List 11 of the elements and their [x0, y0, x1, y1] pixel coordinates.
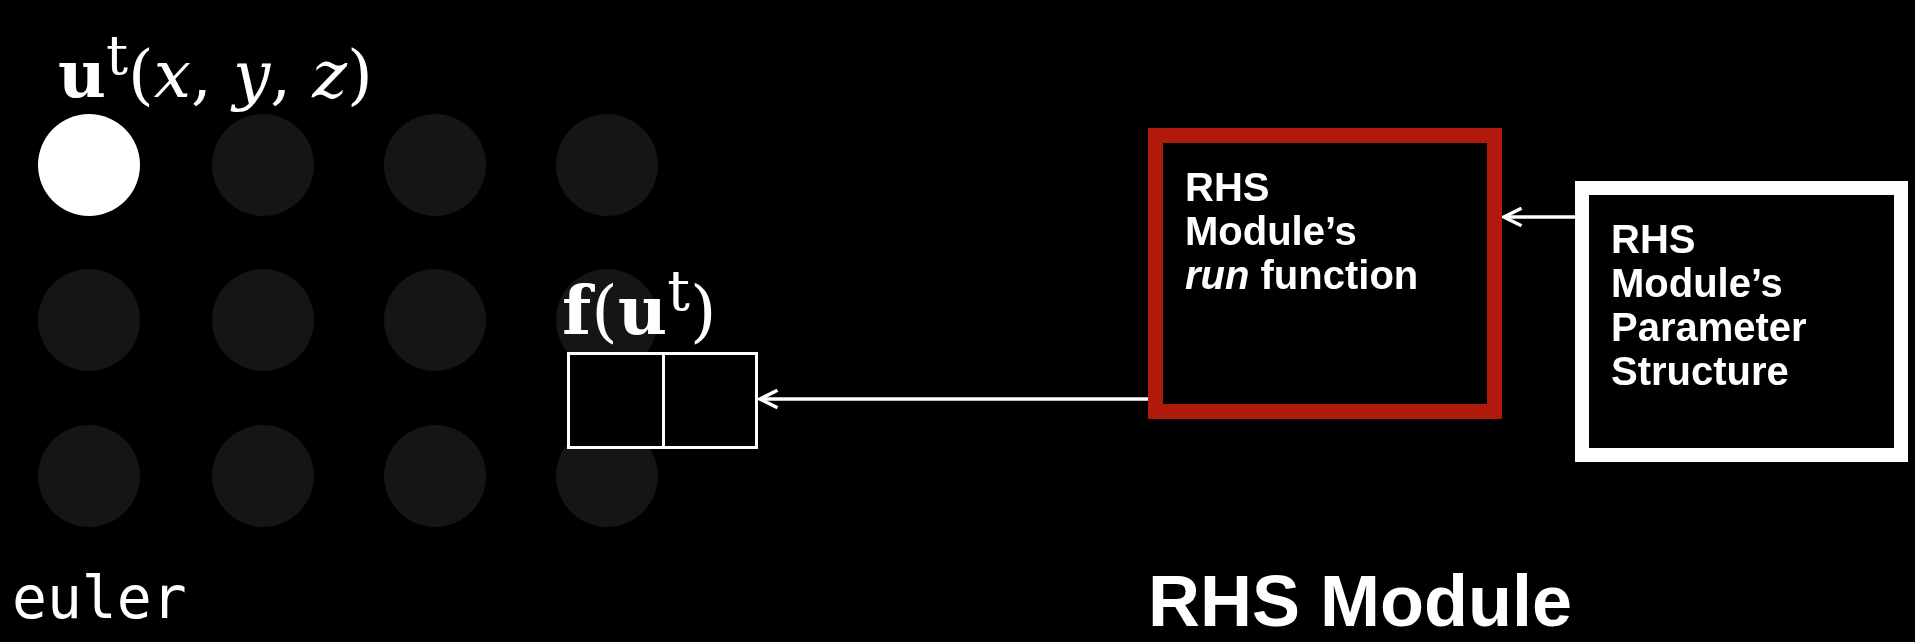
formula-label: f(u$^{t}$) — [562, 256, 717, 352]
arrow — [1502, 206, 1575, 228]
array-box — [567, 352, 758, 449]
box-text: RHS Module’s run function — [1185, 165, 1420, 297]
caption-text: euler — [12, 563, 187, 634]
box-text: RHS Module’s Parameter Structure — [1611, 217, 1808, 393]
process-box — [1148, 128, 1502, 419]
arrow — [758, 388, 1148, 410]
process-box — [1575, 181, 1908, 462]
module-title: RHS Module — [1148, 560, 1572, 642]
formula-label: u$^{t}$(x, y, z) — [58, 22, 373, 115]
